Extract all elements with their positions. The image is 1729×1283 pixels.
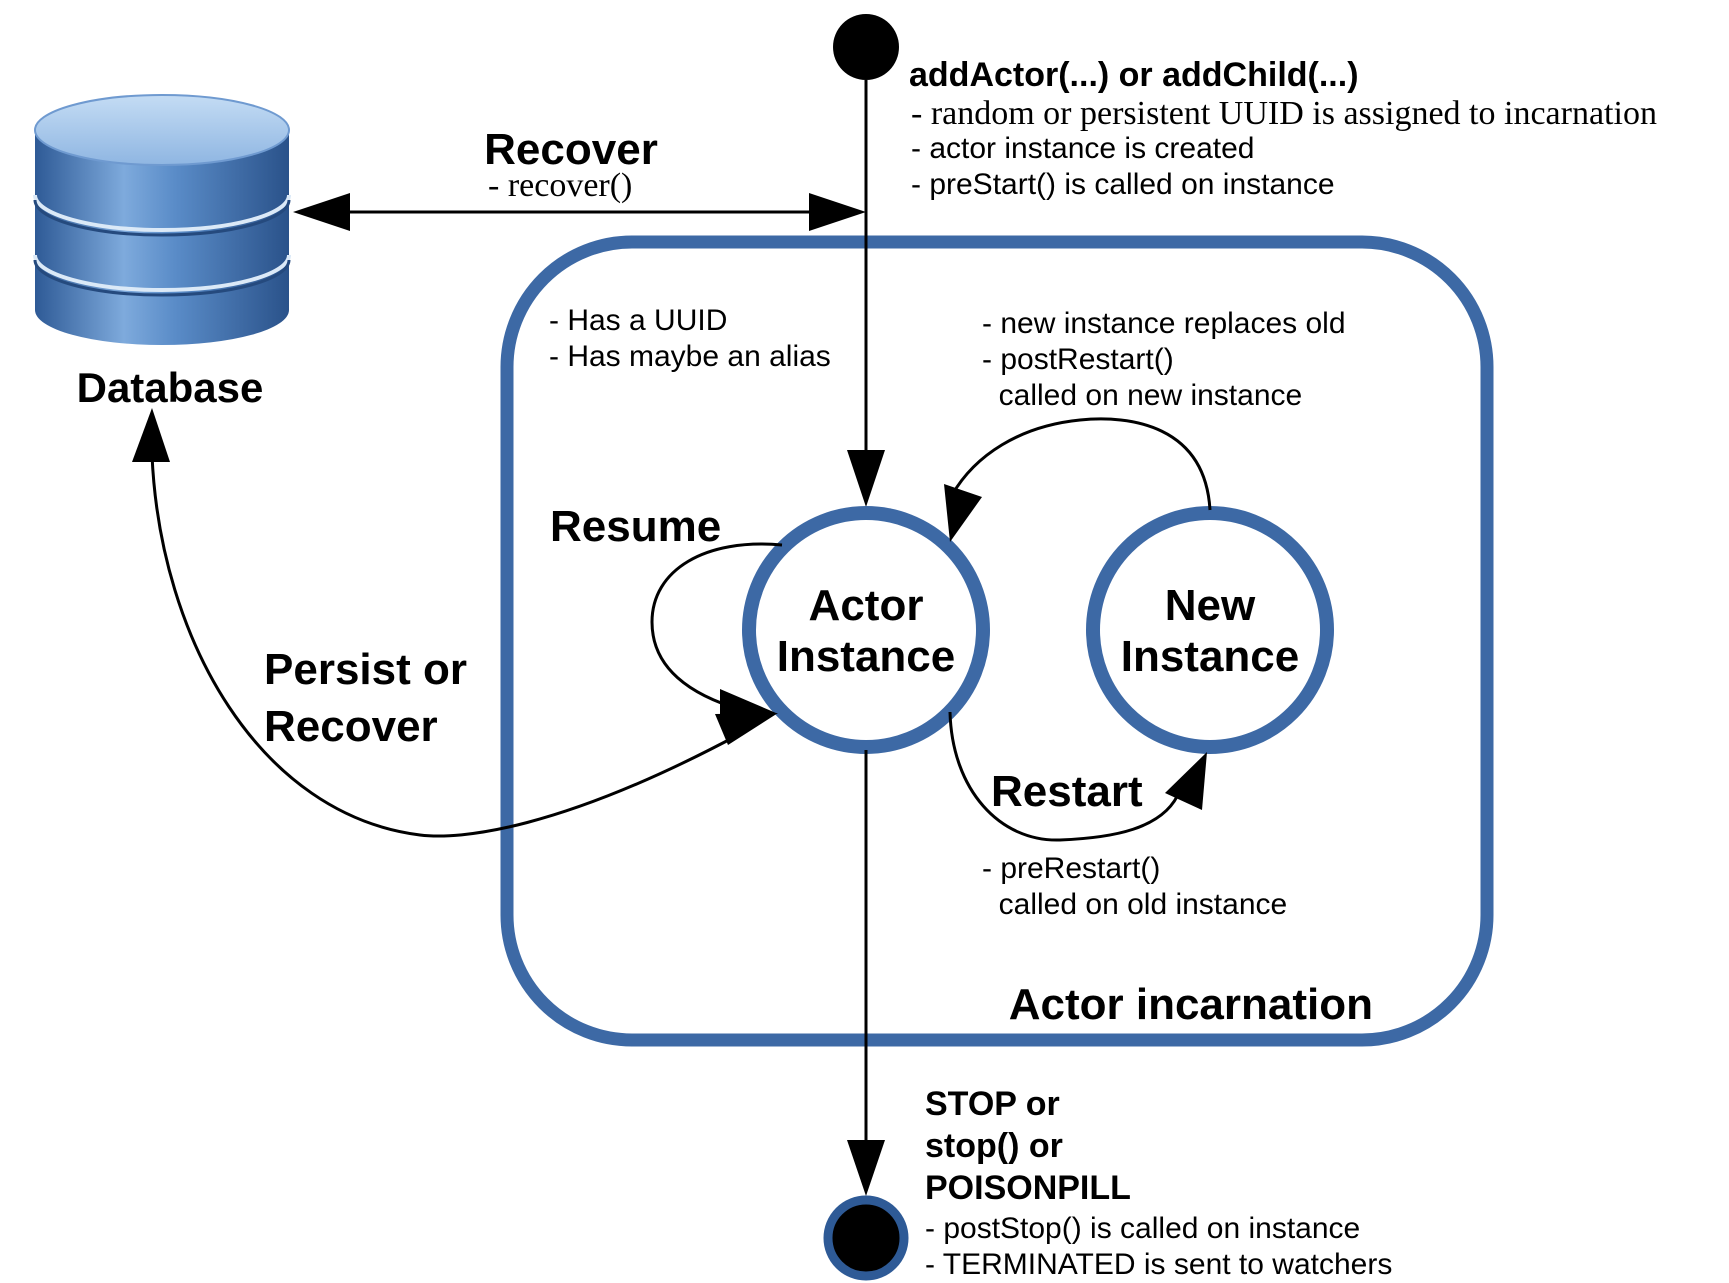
persist-label: Persist or <box>264 645 467 694</box>
database-icon <box>33 94 291 345</box>
stop-annotation-line: - TERMINATED is sent to watchers <box>925 1248 1392 1281</box>
persist-label: Recover <box>264 702 438 751</box>
persist-arrowhead-database <box>132 408 170 462</box>
new-instance-label: Instance <box>1121 632 1300 681</box>
stop-annotation-title: stop() or <box>925 1127 1063 1165</box>
new-instance-state <box>1086 506 1334 754</box>
actor-incarnation-container <box>500 235 1494 1047</box>
recover-arrowhead-left <box>293 193 350 231</box>
incarnation-property: - Has a UUID <box>549 304 727 337</box>
replace-arrowhead <box>944 484 982 542</box>
start-annotation-line: - actor instance is created <box>911 132 1255 165</box>
new-instance-label: New <box>1165 581 1256 630</box>
database-label: Database <box>77 364 264 411</box>
resume-loop-edge <box>650 542 783 712</box>
stop-annotation-title: POISONPILL <box>925 1169 1131 1207</box>
replace-edge <box>950 417 1212 511</box>
recover-label: Recover <box>484 125 658 174</box>
start-annotation-line: - random or persistent UUID is assigned … <box>911 95 1657 132</box>
actor-instance-state <box>742 506 990 754</box>
stop-arrowhead <box>847 1140 885 1196</box>
actor-instance-label: Actor <box>809 581 924 630</box>
resume-label: Resume <box>550 502 721 551</box>
restart-annotation-line: called on old instance <box>982 888 1287 921</box>
recover-sublabel: - recover() <box>488 167 632 204</box>
restart-arrowhead <box>1165 752 1207 810</box>
replace-annotation-line: called on new instance <box>982 379 1302 412</box>
recover-arrowhead-right <box>809 193 866 231</box>
stop-annotation-line: - postStop() is called on instance <box>925 1212 1360 1245</box>
restart-label: Restart <box>991 767 1143 816</box>
final-state-node <box>823 1195 909 1281</box>
persist-recover-edge <box>150 454 739 838</box>
replace-annotation-line: - postRestart() <box>982 343 1174 376</box>
actor-instance-label: Instance <box>777 632 956 681</box>
restart-annotation-line: - preRestart() <box>982 852 1160 885</box>
creation-arrowhead <box>847 450 885 507</box>
incarnation-label: Actor incarnation <box>1009 980 1373 1029</box>
persist-arrowhead-actor <box>715 713 778 745</box>
incarnation-property: - Has maybe an alias <box>549 340 831 373</box>
stop-annotation-title: STOP or <box>925 1085 1060 1123</box>
restart-edge <box>948 711 1182 842</box>
initial-state-node <box>833 14 899 80</box>
replace-annotation-line: - new instance replaces old <box>982 307 1346 340</box>
start-annotation-line: - preStart() is called on instance <box>911 168 1335 201</box>
start-annotation-title: addActor(...) or addChild(...) <box>909 56 1359 94</box>
